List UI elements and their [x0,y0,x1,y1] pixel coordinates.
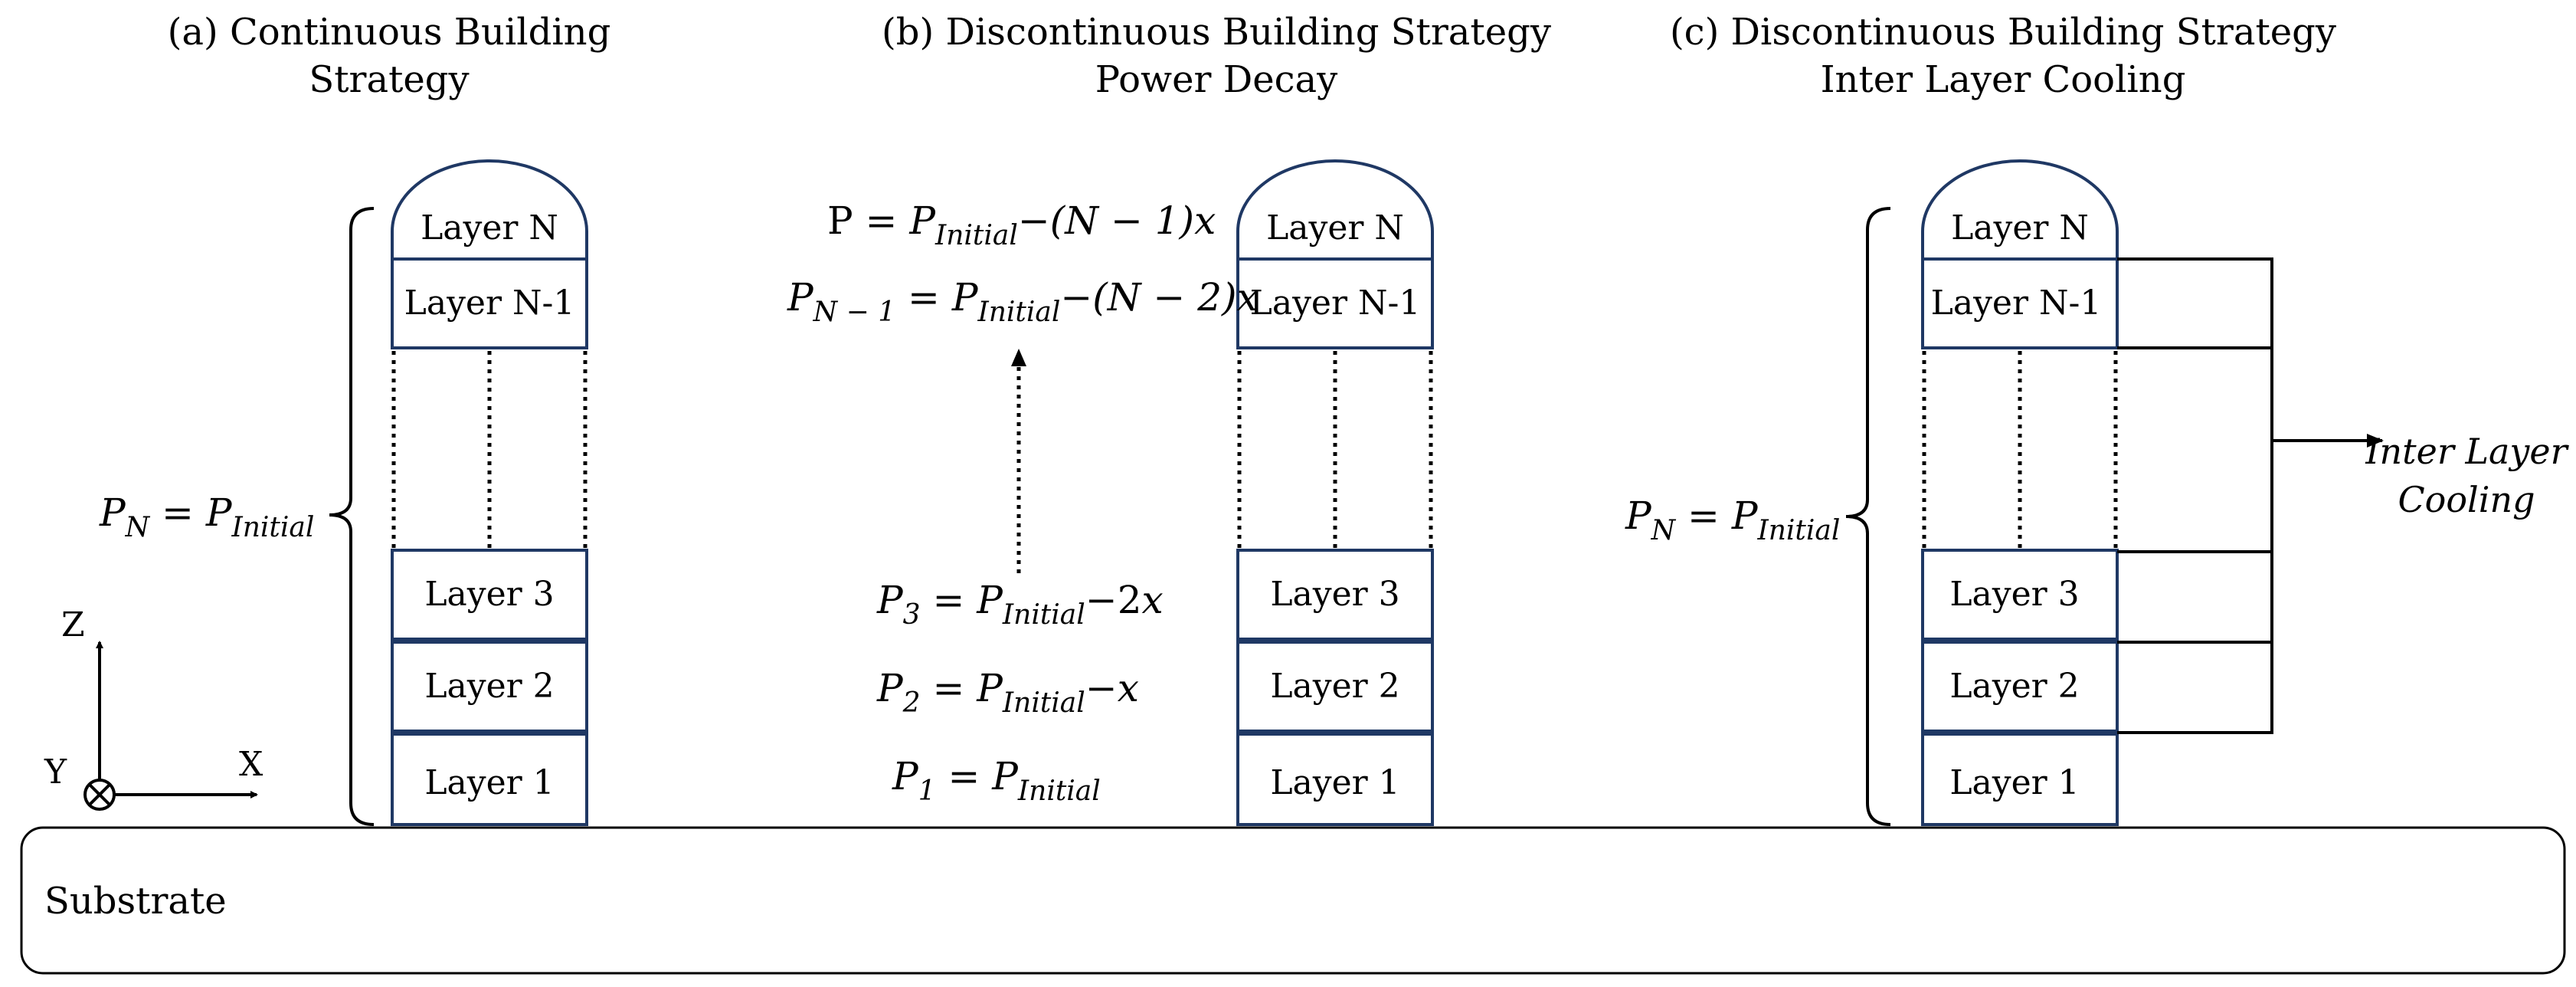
eq-p-2: P2 = PInitial−x [876,666,1139,719]
stack-b-layer-n-1-label: Layer N-1 [1250,284,1421,323]
stack-a-layer-n-1 [391,257,588,349]
stack-a-layer-2-label: Layer 2 [424,667,554,706]
stack-b-layer-n-1 [1236,257,1434,349]
stack-c-layer-2-label: Layer 2 [1949,667,2079,706]
stack-a-layer-3 [391,549,588,641]
cooling-label-line1: Inter Layer [2365,431,2569,472]
z-axis-label: Z [61,605,85,644]
stack-c-layer-n [1921,159,2119,261]
stack-a-layer-1-label: Layer 1 [424,763,554,802]
y-axis-label: Y [44,753,67,792]
stack-a-brace [329,207,375,826]
y-axis-cross-b [88,783,111,806]
stack-c-brace [1845,207,1891,826]
stack-c-layer-2 [1921,641,2119,733]
stack-b: Layer N Layer N-1 Layer 3 Layer 2 Layer … [1236,159,1434,826]
stack-b-layer-1 [1236,733,1434,826]
substrate-label: Substrate [44,880,227,923]
title-a-line2: Strategy [309,58,469,101]
x-axis-label: X [239,745,263,784]
title-c: (c) Discontinuous Building Strategy Inte… [1670,11,2336,101]
stack-b-layer-n-label: Layer N [1266,208,1404,248]
stack-a-layer-2 [391,641,588,733]
stack-b-layer-n [1236,159,1434,261]
stack-b-layer-3 [1236,549,1434,641]
title-b-line1: (b) Discontinuous Building Strategy [882,11,1551,54]
stack-a-layer-n [391,159,588,261]
power-decay-equations: P = PInitial−(N − 1)x PN − 1 = PInitial−… [787,198,1259,807]
eq-p-n: P = PInitial−(N − 1)x [827,198,1216,251]
title-c-line1: (c) Discontinuous Building Strategy [1670,11,2336,54]
stack-b-layer-1-label: Layer 1 [1270,763,1399,802]
stack-c: Layer N Layer N-1 Layer 3 Layer 2 Layer … [1921,159,2119,826]
title-c-line2: Inter Layer Cooling [1821,58,2186,101]
stack-a-layer-n-label: Layer N [421,208,558,248]
title-a-line1: (a) Continuous Building [168,11,611,54]
stack-a-layer-3-label: Layer 3 [424,575,554,614]
substrate-block [20,826,2566,975]
stack-b-layer-2 [1236,641,1434,733]
coordinate-axes: Z Y X [44,605,263,811]
stack-a-layer-n-1-label: Layer N-1 [404,284,575,323]
stack-c-layer-n-1-label: Layer N-1 [1931,284,2102,323]
stack-a-layer-1 [391,733,588,826]
eq-p-1: P1 = PInitial [892,754,1101,807]
decay-arrow-head-icon [1011,349,1026,366]
stack-c-layer-n-label: Layer N [1951,208,2089,248]
cooling-connectors [2117,257,2384,734]
cooling-label-line2: Cooling [2398,479,2535,520]
title-b-line2: Power Decay [1095,58,1337,101]
stack-c-layer-n-1 [1921,257,2119,349]
stack-c-layer-1 [1921,733,2119,826]
stack-a-power-eq: PN = PInitial [99,490,314,543]
eq-p-n-minus-1: PN − 1 = PInitial−(N − 2)x [787,275,1259,328]
eq-p-3: P3 = PInitial−2x [876,578,1164,631]
stack-b-layer-2-label: Layer 2 [1270,667,1399,706]
stack-c-layer-3 [1921,549,2119,641]
stack-c-power-eq: PN = PInitial [1625,494,1840,546]
stack-c-layer-3-label: Layer 3 [1949,575,2079,614]
stack-a: Layer N Layer N-1 Layer 3 Layer 2 Layer … [391,159,588,826]
stack-b-layer-3-label: Layer 3 [1270,575,1399,614]
title-b: (b) Discontinuous Building Strategy Powe… [882,11,1551,101]
stack-c-layer-1-label: Layer 1 [1949,763,2079,802]
title-a: (a) Continuous Building Strategy [168,11,611,101]
